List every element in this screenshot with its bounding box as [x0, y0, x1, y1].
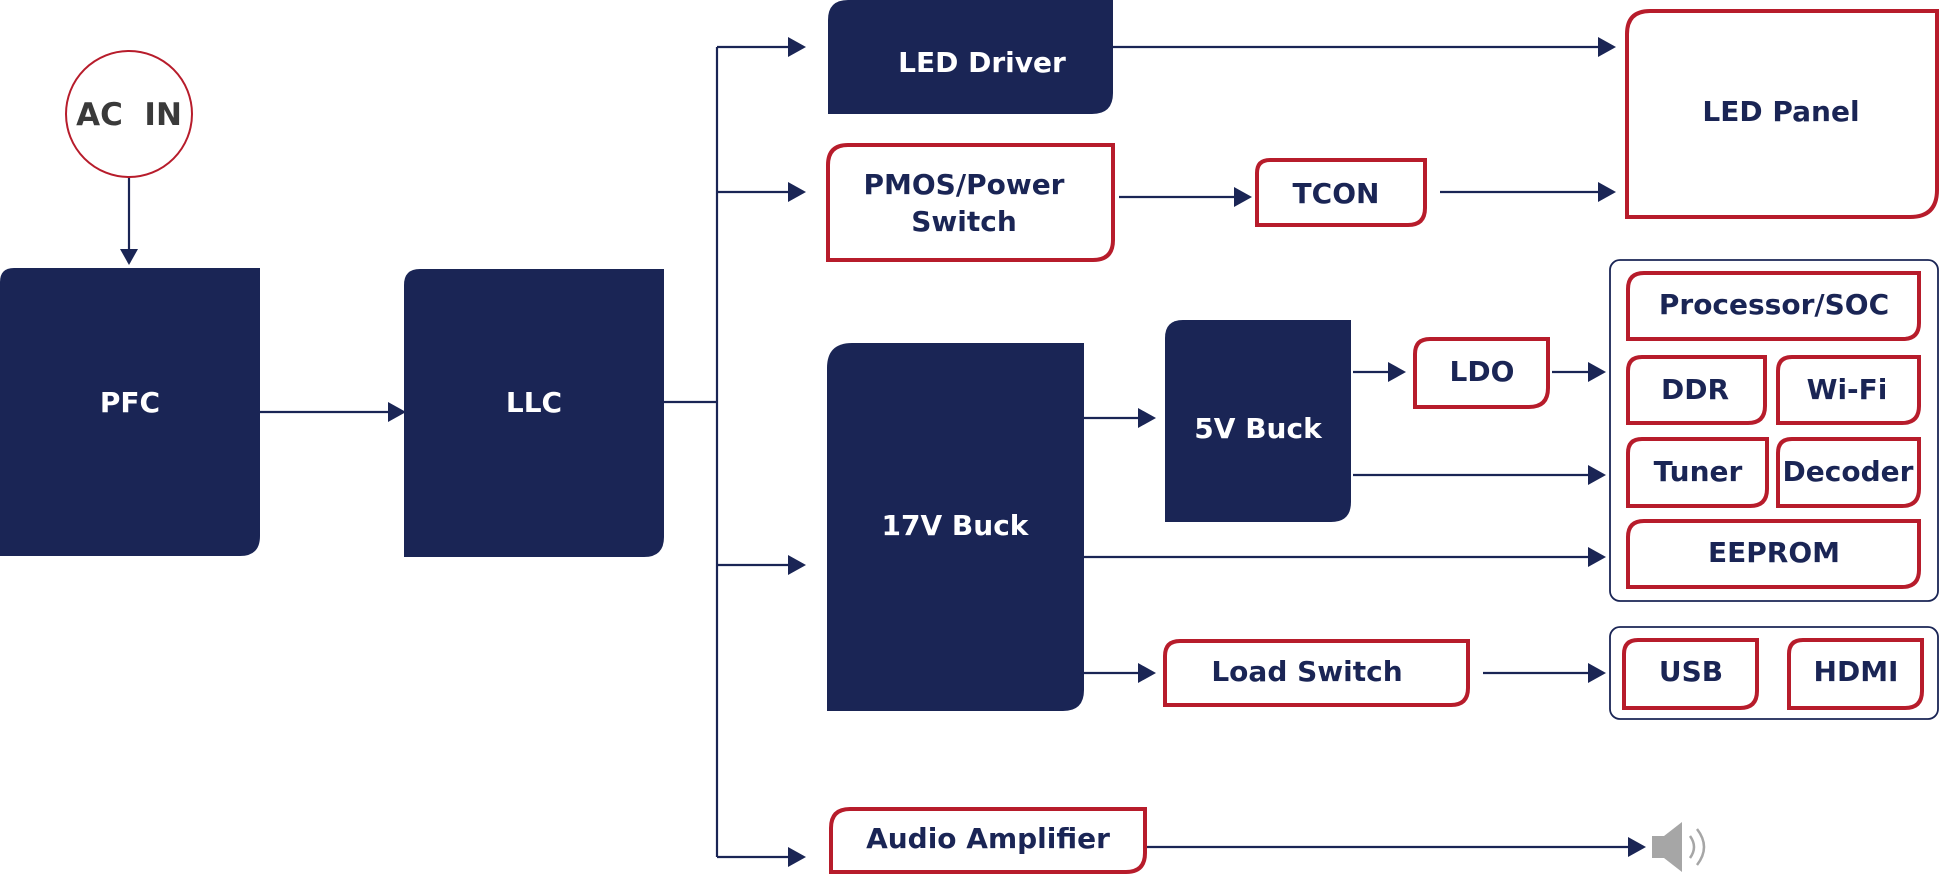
audio-amplifier-label: Audio Amplifier: [866, 822, 1110, 855]
arrowhead-pmos-tcon: [1234, 187, 1252, 207]
arrowhead-17v-5v: [1138, 408, 1156, 428]
ac-in-label: AC IN: [76, 97, 182, 133]
processor-soc-label: Processor/SOC: [1659, 288, 1889, 321]
led-panel-label: LED Panel: [1702, 95, 1859, 128]
pmos-power-switch-block: PMOS/Power Switch: [826, 143, 1115, 262]
hdmi-label: HDMI: [1814, 655, 1899, 688]
buck-5v-block: 5V Buck: [1165, 320, 1351, 522]
processor-soc-box: Processor/SOC: [1626, 271, 1921, 341]
load-switch-block: Load Switch: [1163, 639, 1470, 707]
eeprom-label: EEPROM: [1708, 536, 1840, 569]
arrowhead-audio-speaker: [1628, 837, 1646, 857]
decoder-label: Decoder: [1783, 455, 1914, 488]
ddr-box: DDR: [1626, 355, 1767, 425]
usb-label: USB: [1659, 655, 1723, 688]
buck-17v-label: 17V Buck: [882, 509, 1030, 542]
load-switch-label: Load Switch: [1211, 655, 1402, 688]
tcon-label: TCON: [1293, 177, 1380, 210]
io-group: USB HDMI: [1609, 626, 1939, 720]
soc-group: Processor/SOC DDR Wi-Fi Tuner Decoder EE…: [1609, 259, 1939, 602]
pfc-label: PFC: [100, 386, 160, 419]
pmos-label-line2: Switch: [911, 205, 1017, 238]
llc-label: LLC: [506, 386, 562, 419]
pfc-block: PFC: [0, 268, 260, 556]
ldo-block: LDO: [1413, 337, 1550, 409]
led-driver-block: LED Driver: [828, 0, 1113, 114]
arrowhead-pmos: [788, 182, 806, 202]
arrowhead-leddriver-panel: [1598, 37, 1616, 57]
tcon-block: TCON: [1255, 158, 1427, 227]
ddr-label: DDR: [1661, 373, 1729, 406]
arrowhead-tcon-panel: [1598, 182, 1616, 202]
tuner-label: Tuner: [1654, 455, 1743, 488]
arrowhead-led-driver: [788, 37, 806, 57]
arrowhead-ldo-soc: [1588, 362, 1606, 382]
wifi-label: Wi-Fi: [1807, 373, 1888, 406]
speaker-icon: [1652, 822, 1706, 872]
arrowhead-pfc-llc: [388, 402, 406, 422]
decoder-box: Decoder: [1776, 437, 1921, 508]
usb-box: USB: [1622, 638, 1759, 710]
wifi-box: Wi-Fi: [1776, 355, 1921, 425]
arrowhead-acin-pfc: [120, 249, 138, 265]
eeprom-box: EEPROM: [1626, 519, 1921, 589]
connectors: [120, 37, 1646, 867]
led-driver-label: LED Driver: [898, 46, 1066, 79]
arrowhead-5v-ldo: [1388, 362, 1406, 382]
arrowhead-audio: [788, 847, 806, 867]
ldo-label: LDO: [1450, 355, 1515, 388]
arrowhead-17v-buck: [788, 555, 806, 575]
buck-17v-block: 17V Buck: [827, 343, 1084, 711]
pmos-label-line1: PMOS/Power: [863, 168, 1064, 201]
arrowhead-17v-loadswitch: [1138, 663, 1156, 683]
audio-amplifier-block: Audio Amplifier: [829, 807, 1147, 874]
ac-in-node: AC IN: [65, 50, 193, 178]
ac-in-circle: [65, 50, 193, 178]
buck-5v-label: 5V Buck: [1194, 412, 1323, 445]
llc-block: LLC: [404, 269, 664, 557]
arrowhead-loadswitch-io: [1588, 663, 1606, 683]
arrowhead-5v-soc: [1588, 465, 1606, 485]
tuner-box: Tuner: [1626, 437, 1769, 508]
led-panel-block: LED Panel: [1625, 9, 1939, 219]
arrowhead-17v-soc: [1588, 547, 1606, 567]
hdmi-box: HDMI: [1787, 638, 1924, 710]
